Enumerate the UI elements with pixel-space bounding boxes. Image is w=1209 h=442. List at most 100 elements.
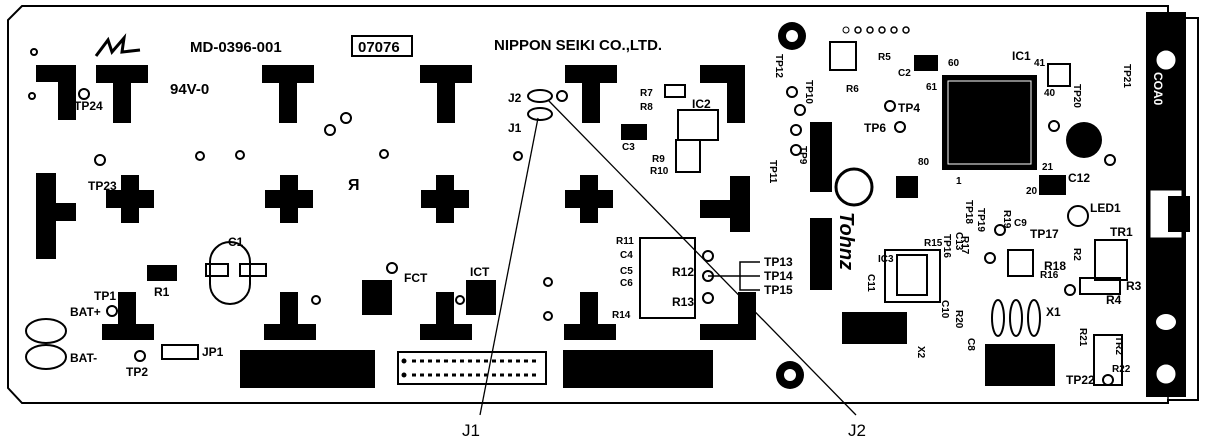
part-number: MD-0396-001 [190, 39, 282, 56]
callout-j2: J2 [848, 421, 866, 440]
label-c10: C10 [939, 300, 950, 319]
pin-header-pins [401, 358, 407, 378]
c1-capacitor [205, 241, 267, 305]
ic-small [896, 176, 918, 198]
label-r4: R4 [1106, 293, 1122, 307]
edge-notch-cut [1168, 196, 1190, 232]
bat-plus-pad [25, 318, 67, 344]
maker-logo [94, 33, 141, 57]
label-tp11: TP11 [767, 160, 778, 184]
label-tp6: TP6 [864, 121, 886, 135]
j1-pad [527, 107, 553, 121]
label-c13: C13 [953, 232, 964, 251]
tp13-15-trace [708, 261, 760, 291]
label-r14: R14 [612, 310, 631, 321]
key-pads-top [36, 65, 745, 123]
label-r3: R3 [1126, 279, 1142, 293]
label-ic3: IC3 [878, 254, 894, 265]
code-box-text: 07076 [358, 39, 400, 56]
label-fct: FCT [404, 271, 428, 285]
ul-mark: Я [348, 177, 360, 194]
mount-hole-2-inner [784, 369, 796, 381]
label-c12: C12 [1068, 171, 1090, 185]
key-pads-bottom [102, 280, 756, 388]
label-r19: R19 [1001, 210, 1012, 229]
label-r1: R1 [154, 285, 170, 299]
label-tp20: TP20 [1071, 84, 1082, 108]
maker-name: NIPPON SEIKI CO.,LTD. [494, 37, 662, 54]
label-pin60: 60 [948, 58, 960, 69]
label-tp21: TP21 [1121, 64, 1132, 88]
label-r2: R2 [1071, 248, 1082, 261]
via-row [842, 26, 850, 34]
led1-pad [1067, 205, 1089, 227]
label-tp18: TP18 [963, 200, 974, 224]
label-x2: X2 [915, 346, 926, 359]
label-ic2: IC2 [692, 97, 711, 111]
label-bat-minus: BAT- [70, 351, 97, 365]
label-c8: C8 [965, 338, 976, 351]
label-r20: R20 [953, 310, 964, 329]
label-r8: R8 [640, 102, 653, 113]
label-c1: C1 [228, 235, 244, 249]
bat-minus-pad [25, 344, 67, 370]
label-jp1: JP1 [202, 345, 224, 359]
label-r18: R18 [1044, 259, 1066, 273]
ic1-body [947, 80, 1032, 165]
label-bat-plus: BAT+ [70, 305, 101, 319]
callout-j1: J1 [462, 421, 480, 440]
rating: 94V-0 [170, 81, 209, 98]
code-box [351, 35, 413, 57]
label-pin41: 41 [1034, 58, 1046, 69]
edge-connector-slot [1156, 314, 1176, 330]
j2-pad [527, 89, 553, 103]
label-r5: R5 [878, 52, 891, 63]
label-pin1: 1 [956, 176, 962, 187]
label-tp16: TP16 [941, 234, 952, 258]
label-tp23: TP23 [88, 179, 117, 193]
label-ict: ICT [470, 265, 490, 279]
label-tp1: TP1 [94, 289, 116, 303]
label-tp2: TP2 [126, 365, 148, 379]
label-pin21: 21 [1042, 162, 1054, 173]
label-tp17: TP17 [1030, 227, 1059, 241]
label-c6: C6 [620, 278, 633, 289]
label-j1-board: J1 [508, 121, 522, 135]
label-r22: R22 [1112, 364, 1131, 375]
via-row-top [854, 26, 910, 34]
label-c2: C2 [898, 68, 911, 79]
label-pin40: 40 [1044, 88, 1056, 99]
ic1-dot [1066, 122, 1102, 158]
label-c11: C11 [865, 274, 876, 292]
label-tr1: TR1 [1110, 225, 1133, 239]
label-tp19: TP19 [975, 208, 986, 232]
label-x1: X1 [1046, 305, 1061, 319]
label-tr2: TR2 [1113, 336, 1124, 355]
j2-leader [547, 99, 857, 416]
label-r16: R16 [1040, 270, 1059, 281]
label-c3: C3 [622, 142, 635, 153]
label-r10: R10 [650, 166, 669, 177]
label-c4: C4 [620, 250, 633, 261]
key-pads-middle [36, 173, 750, 259]
mount-hole-tr [1151, 45, 1181, 75]
label-ic1: IC1 [1012, 49, 1031, 63]
label-r21: R21 [1077, 328, 1088, 347]
mount-hole-1-inner [786, 30, 798, 42]
label-tp22: TP22 [1066, 373, 1095, 387]
pin-header [397, 351, 547, 385]
label-r13: R13 [672, 295, 694, 309]
label-tp10: TP10 [803, 80, 814, 104]
label-tp15: TP15 [764, 283, 793, 297]
label-j2-board: J2 [508, 91, 522, 105]
label-tp24: TP24 [74, 99, 103, 113]
side-label: COA0 [1151, 72, 1165, 106]
label-pin20: 20 [1026, 186, 1038, 197]
mount-hole-br [1151, 359, 1181, 389]
ic2-body [677, 109, 719, 141]
label-r17: R17 [959, 236, 970, 255]
logo-circle [834, 167, 874, 207]
test-points [28, 48, 1116, 386]
label-tp14: TP14 [764, 269, 793, 283]
j1-leader [479, 117, 539, 416]
